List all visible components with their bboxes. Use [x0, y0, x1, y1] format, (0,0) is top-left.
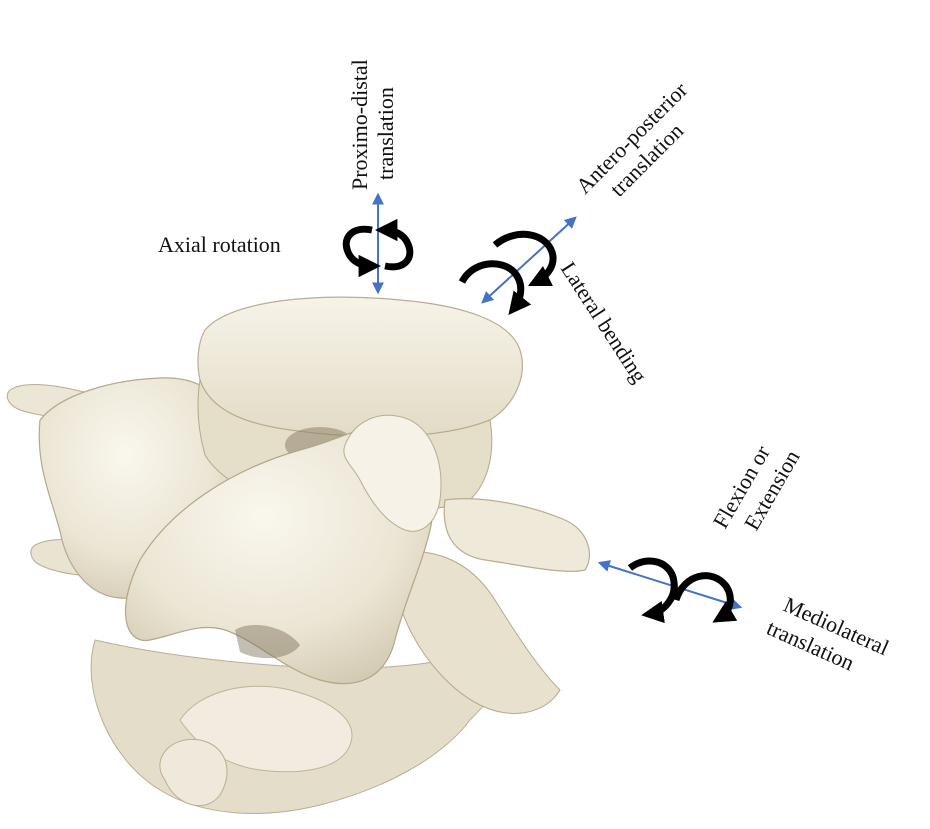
right-transverse-process	[444, 499, 589, 572]
axial-rotation-arrow-icon	[346, 229, 372, 266]
vertebra-image	[7, 297, 589, 813]
axial-rotation-arrow-icon-2	[384, 230, 410, 267]
label-proximo-distal-line2: translation	[373, 87, 398, 180]
label-proximo-distal-line1: Proximo-distal	[347, 59, 372, 190]
label-lateral-bending: Lateral bending	[556, 257, 652, 387]
lateral-bending-arrow-icon	[495, 234, 553, 282]
flexion-extension-arrow-icon-2	[676, 576, 730, 618]
label-antero-posterior: Antero-posterior translation	[571, 77, 711, 217]
label-lateral-bending-text: Lateral bending	[556, 257, 652, 387]
flexion-extension-arrow-icon	[630, 561, 674, 614]
vertebral-body-top	[198, 297, 522, 436]
label-axial-rotation: Axial rotation	[158, 232, 281, 257]
lateral-bending-arrow-icon-2	[462, 264, 521, 308]
label-flexion-extension: Flexion or Extension	[708, 432, 805, 547]
label-proximo-distal: Proximo-distal translation	[347, 59, 398, 190]
antero-posterior-axis	[462, 218, 575, 308]
antero-posterior-arrow-icon	[483, 218, 575, 302]
label-mediolateral: Mediolateral translation	[763, 589, 893, 686]
proximo-distal-axis	[346, 195, 410, 292]
mediolateral-axis	[600, 561, 740, 618]
